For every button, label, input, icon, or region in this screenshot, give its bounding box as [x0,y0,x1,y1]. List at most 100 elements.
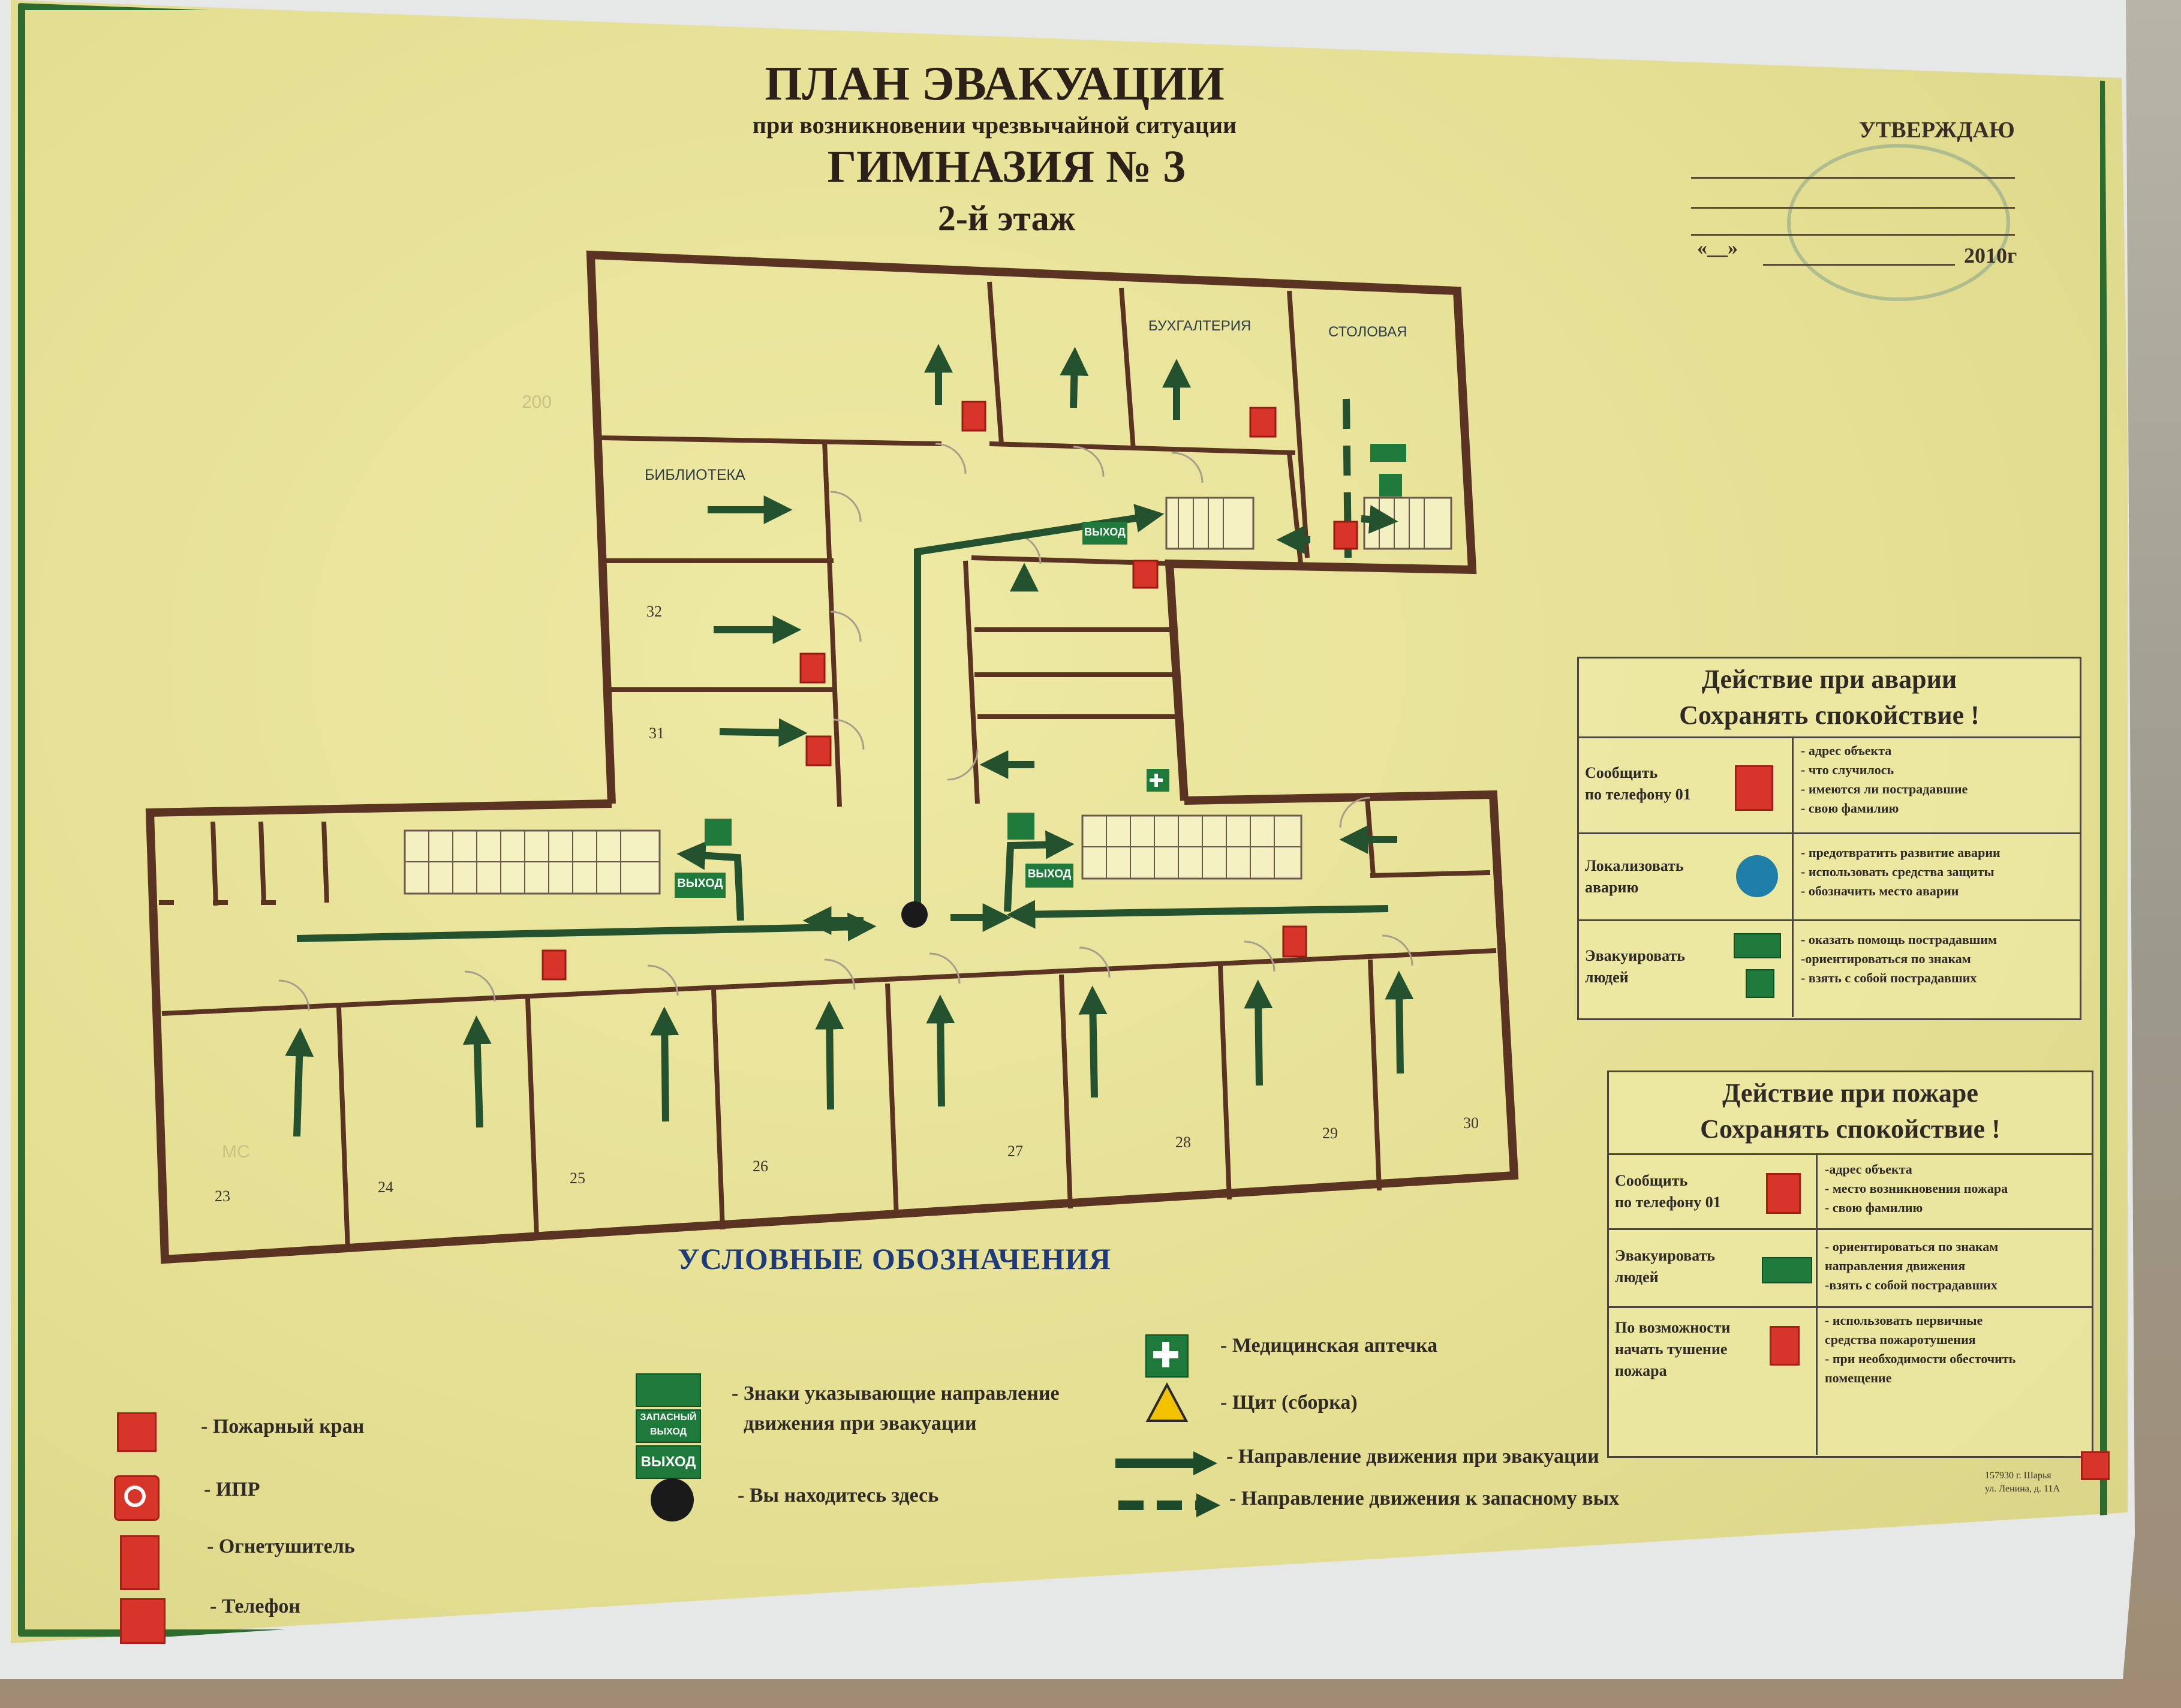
svg-text:МС: МС [222,1142,250,1162]
accident-panel: Действие при аварии Сохранять спокойстви… [1577,657,2081,1020]
column-divider [1792,834,1794,921]
plan-exit-sign-label: ВЫХОД [1084,526,1126,538]
room-number: 25 [570,1169,585,1187]
telephone-icon [1735,765,1773,811]
room-label-library: БИБЛИОТЕКА [645,467,745,483]
school-name: ГИМНАЗИЯ № 3 [827,142,1186,192]
plan-exit-sign-label: ВЫХОД [677,877,723,890]
plan-subtitle: при возникновении чрезвычайной ситуации [752,112,1237,139]
legend-title: УСЛОВНЫЕ ОБОЗНАЧЕНИЯ [678,1242,1112,1276]
room-number: 31 [649,724,664,742]
accident-details: - адрес объекта- что случилось- имеются … [1801,743,1968,816]
spare-exit-sign-top: ЗАПАСНЫЙ [640,1412,697,1423]
accident-details: - предотвратить развитие аварии- использ… [1801,845,2000,898]
legend-you-are-here: - Вы находитесь здесь [738,1484,939,1506]
evac-direction-arrow-icon [1115,1451,1217,1475]
room-number: 30 [1463,1114,1479,1132]
you-are-here-icon [651,1478,694,1521]
room-number: 28 [1175,1133,1191,1151]
fire-extinguisher-icon [120,1535,160,1590]
evacuation-sign-icon [636,1373,701,1407]
legend-evac-direction: - Направление движения при эвакуации [1226,1445,1599,1468]
column-divider [1792,738,1794,834]
approval-label: УТВЕРЖДАЮ [1859,118,2015,143]
room-number: 24 [378,1178,393,1196]
exit-sign-icon [1762,1257,1812,1283]
plan-title: ПЛАН ЭВАКУАЦИИ [765,58,1225,110]
column-divider [1816,1230,1818,1308]
approval-year: 2010г [1964,243,2017,267]
company-address: 157930 г. Шарья ул. Ленина, д. 11А [1985,1471,2060,1494]
column-divider [1816,1155,1818,1230]
legend-signs-line2: движения при эвакуации [744,1412,977,1435]
room-number: 26 [753,1157,768,1175]
fire-hydrant-icon [117,1412,157,1452]
fire-extinguisher-icon [1770,1326,1800,1366]
exit-sign-icon: ВЫХОД [636,1445,701,1479]
accident-title: Действие при аварии [1701,664,1957,694]
legend-phone: - Телефон [210,1595,300,1617]
fire-title: Действие при пожаре [1722,1078,1978,1108]
spare-direction-arrow-icon [1118,1493,1220,1517]
exit-sign-icon [1734,933,1781,958]
plan-exit-signs [675,444,1406,898]
room-number: 32 [646,603,662,620]
legend-signs-line1: - Знаки указывающие направление [732,1382,1060,1405]
spare-exit-dashed-path [1343,398,1352,558]
telephone-icon [120,1598,166,1644]
alarm-ring-icon [124,1486,146,1507]
fire-subtitle: Сохранять спокойствие ! [1700,1114,2000,1144]
floor-label: 2-й этаж [937,199,1076,238]
building-walls [145,250,1519,1264]
column-divider [1816,1308,1818,1455]
date-line [1763,264,1955,266]
legend-ipr: - ИПР [204,1478,260,1500]
room-number: 23 [215,1187,230,1205]
signature-line [1691,207,2015,209]
telephone-icon [1766,1173,1801,1214]
room-number: 27 [1007,1142,1023,1160]
signature-line [1691,234,2015,236]
legend-hydrant: - Пожарный кран [201,1415,365,1438]
svg-text:200: 200 [522,392,552,412]
legend-panel: - Щит (сборка) [1220,1391,1358,1414]
stair-steps [405,498,1425,894]
spare-exit-sign-icon: ЗАПАСНЫЙ ВЫХОД [636,1409,701,1443]
legend-extinguisher: - Огнетушитель [207,1535,355,1557]
evacuation-arrows [285,344,1414,1137]
protective-mask-icon [1736,855,1778,897]
legend-spare-direction: - Направление движения к запасному вых [1229,1487,1620,1509]
column-divider [1792,921,1794,1017]
accident-details: - оказать помощь пострадавшим-ориентиров… [1801,932,1998,985]
fire-details: -адрес объекта- место возникновения пожа… [1825,1162,2008,1215]
accident-subtitle: Сохранять спокойствие ! [1679,700,1980,730]
plan-first-aid-cross [1150,774,1163,787]
first-aid-icon [1746,969,1774,998]
fire-panel: Действие при пожаре Сохранять спокойстви… [1607,1070,2093,1458]
doors [278,443,1413,1011]
approval-stamp [1787,144,2010,301]
plan-red-markers [542,401,1358,981]
spare-exit-sign-bottom: ВЫХОД [649,1427,687,1437]
company-logo-icon [2081,1451,2110,1480]
signature-line [1691,177,2015,179]
approval-date-mark: «__» [1697,237,1738,259]
board-watermark: МС 200 [222,392,552,1162]
room-number: 29 [1322,1124,1338,1142]
first-aid-cross-h [1153,1351,1178,1358]
